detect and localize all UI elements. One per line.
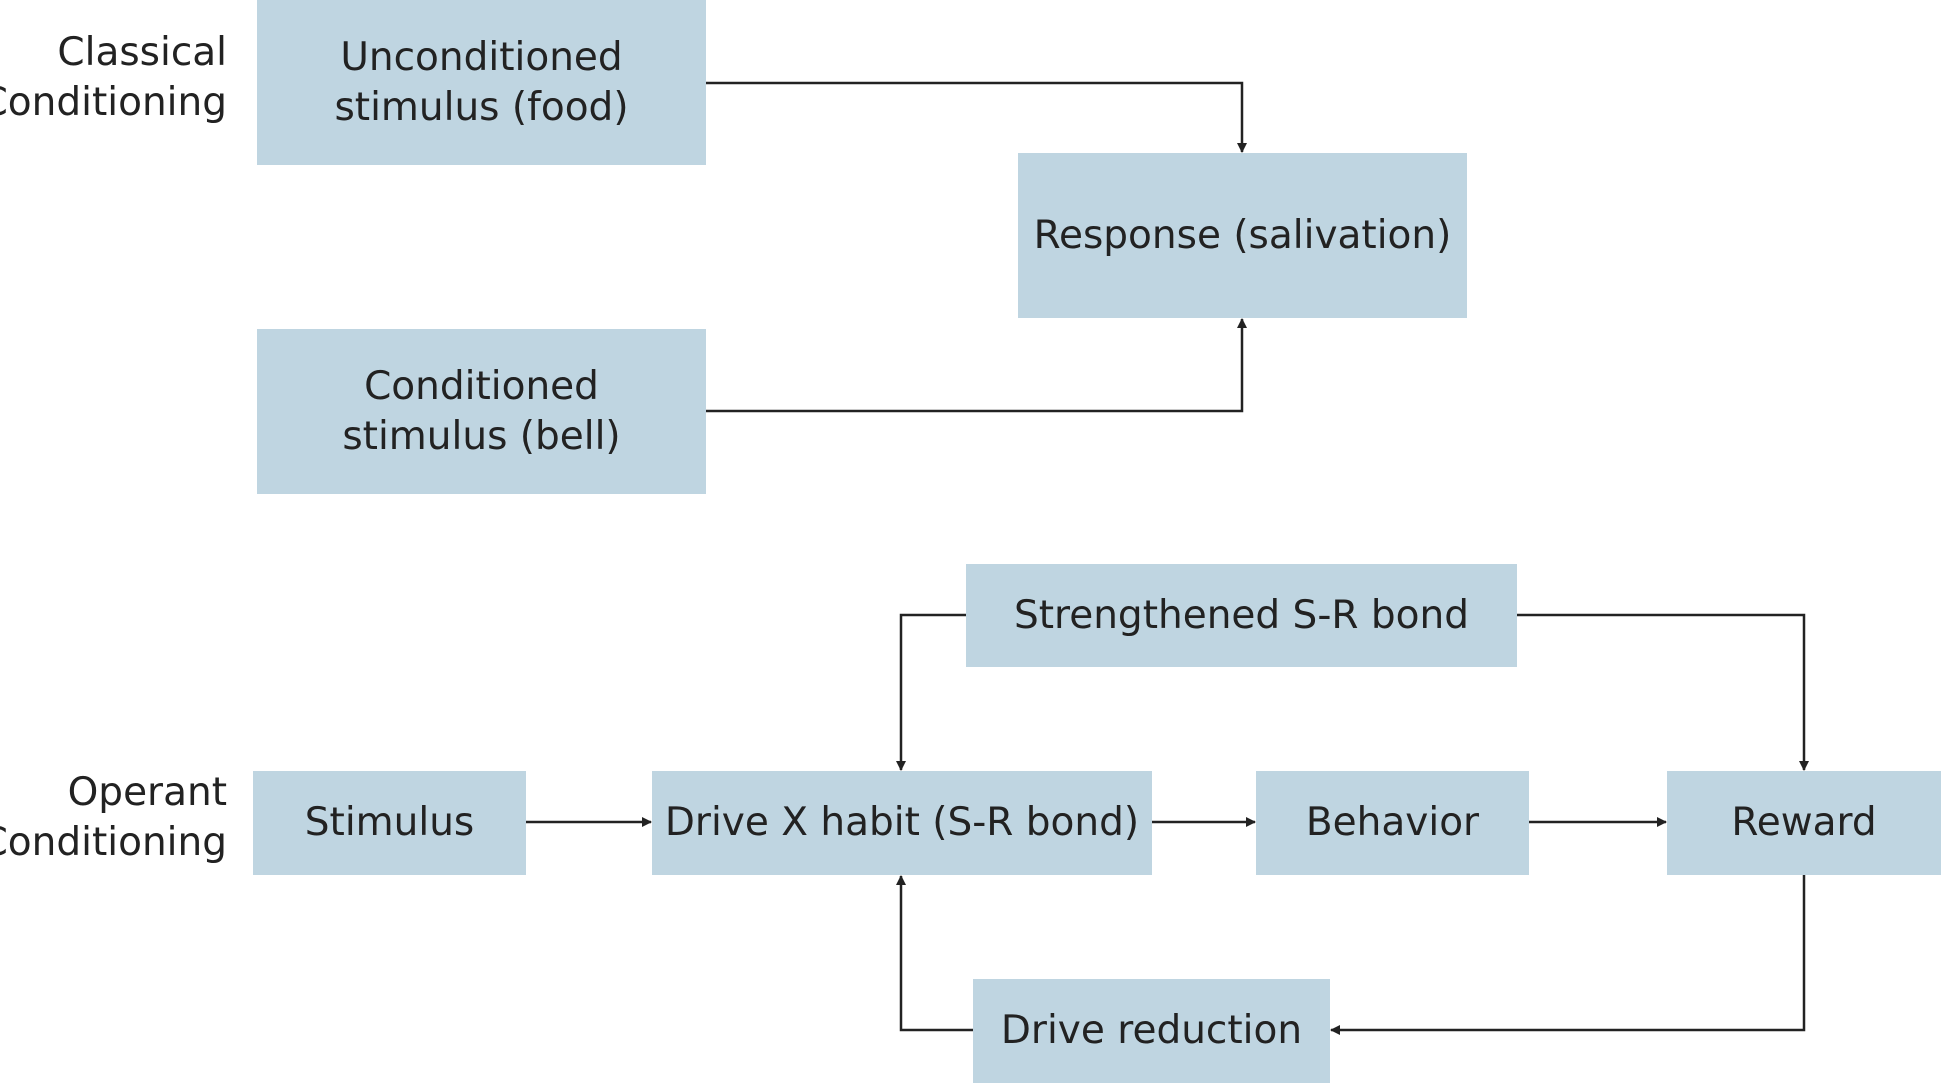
strengthened-bond-label: Strengthened S-R bond — [1014, 592, 1469, 638]
reward-label: Reward — [1731, 800, 1877, 845]
arrow-reward-to-drive-reduction — [1330, 875, 1806, 1035]
unconditioned-stimulus-box: Unconditioned stimulus (food) — [257, 0, 706, 165]
response-label: Response (salivation) — [1033, 212, 1452, 258]
conditioned-stimulus-line1: Conditioned — [364, 363, 599, 409]
conditioned-stimulus-box: Conditioned stimulus (bell) — [257, 329, 706, 494]
classical-conditioning-label: Classical Conditioning — [0, 28, 227, 128]
arrow-drive-reduction-to-drive-habit — [896, 875, 973, 1032]
operant-conditioning-label: Operant Conditioning — [0, 768, 227, 868]
reward-box: Reward — [1667, 771, 1941, 875]
arrow-conditioned-to-response — [706, 318, 1247, 413]
behavior-label: Behavior — [1305, 800, 1480, 845]
conditioned-stimulus-line2: stimulus (bell) — [342, 413, 621, 459]
arrow-strengthened-to-drive-habit — [896, 613, 966, 771]
classical-label-line2: Conditioning — [0, 80, 227, 125]
unconditioned-stimulus-line1: Unconditioned — [340, 34, 623, 80]
stimulus-label: Stimulus — [304, 800, 475, 845]
drive-habit-label: Drive X habit (S-R bond) — [664, 800, 1140, 845]
operant-label-line2: Conditioning — [0, 820, 227, 865]
drive-reduction-label: Drive reduction — [1000, 1008, 1303, 1053]
drive-habit-box: Drive X habit (S-R bond) — [652, 771, 1152, 875]
drive-reduction-box: Drive reduction — [973, 979, 1330, 1083]
arrow-unconditioned-to-response — [706, 81, 1247, 153]
operant-label-line1: Operant — [67, 770, 227, 815]
arrow-strengthened-to-reward — [1517, 613, 1809, 771]
response-box: Response (salivation) — [1018, 153, 1467, 318]
behavior-box: Behavior — [1256, 771, 1529, 875]
classical-label-line1: Classical — [57, 30, 227, 75]
strengthened-bond-box: Strengthened S-R bond — [966, 564, 1517, 667]
unconditioned-stimulus-line2: stimulus (food) — [334, 84, 629, 130]
stimulus-box: Stimulus — [253, 771, 526, 875]
